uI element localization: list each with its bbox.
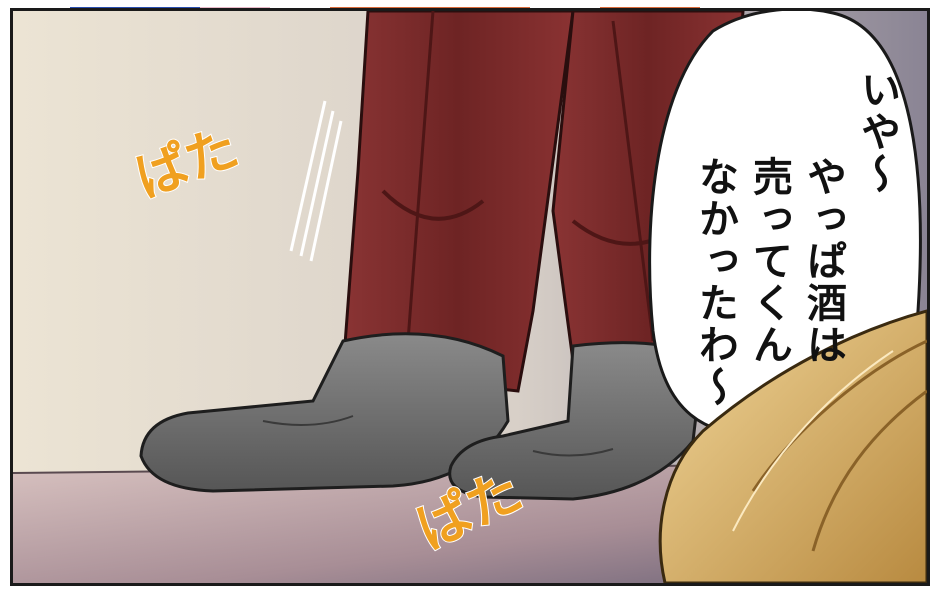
panel-artwork [13, 11, 927, 583]
comic-panel: いや～ やっぱ酒は 売ってくん なかったわ～ ぱた ぱた [10, 8, 930, 586]
previous-panel-edge [0, 0, 938, 8]
speech-line-3: 売ってくん [746, 156, 792, 366]
socked-feet [139, 332, 705, 501]
speech-line-2: やっぱ酒は [800, 156, 846, 366]
blonde-character-head [658, 309, 927, 583]
speech-line-1: いや～ [854, 69, 900, 195]
speech-line-4: なかったわ～ [692, 156, 738, 408]
motion-lines [289, 100, 343, 262]
